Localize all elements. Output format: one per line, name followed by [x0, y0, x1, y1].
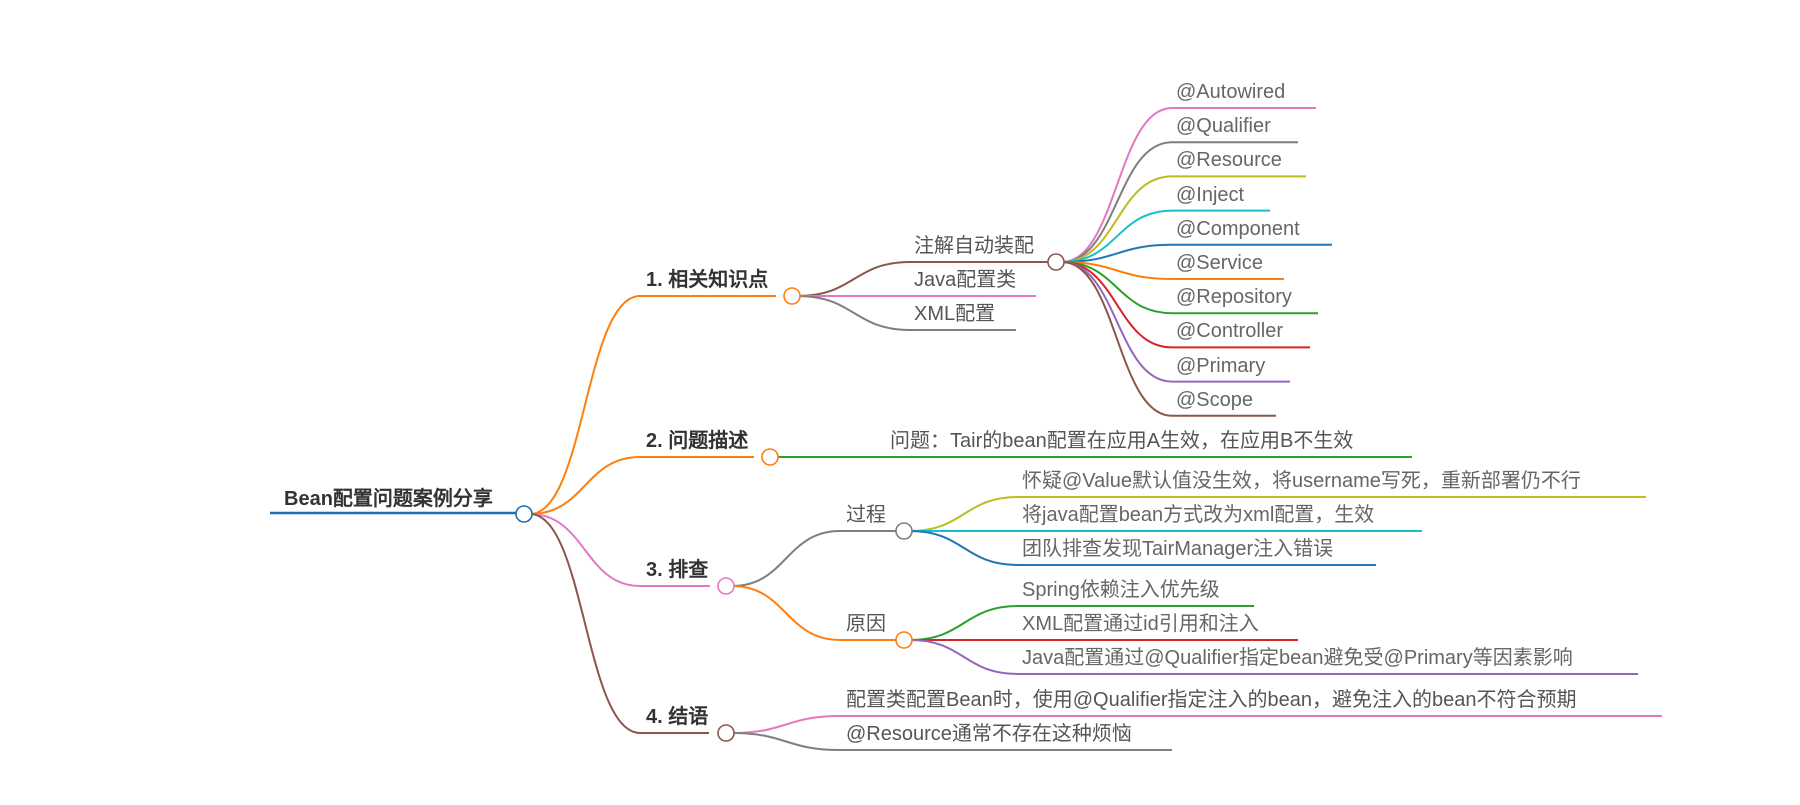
t2-child-label-1: 问题：Tair的bean配置在应用A生效，在应用B不生效: [890, 430, 1354, 452]
topic-2-collapse-knob[interactable]: [761, 448, 779, 466]
annotation-label-4: @Inject: [1176, 183, 1245, 206]
connector-t1-child-1: [797, 261, 911, 297]
connector-root-to-topic-4: [529, 513, 641, 734]
process-label-1: 怀疑@Value默认值没生效，将username写死，重新部署仍不行: [1022, 470, 1581, 492]
t1-child-label-3: XML配置: [914, 303, 996, 325]
topic-3-collapse-knob[interactable]: [717, 577, 735, 595]
connector-annotation-6: [1061, 261, 1173, 280]
connector-root-to-topic-3: [529, 513, 641, 587]
topic-1-collapse-knob[interactable]: [783, 287, 801, 305]
connector-annotation-1: [1061, 107, 1173, 263]
annotation-label-2: @Qualifier: [1176, 115, 1271, 138]
process-collapse-knob[interactable]: [895, 522, 913, 540]
t1-child-label-1: 注解自动装配: [914, 235, 1034, 257]
connector-root-to-topic-1: [529, 295, 641, 515]
connector-annotation-10: [1061, 261, 1173, 417]
connector-reason-1: [909, 605, 1019, 641]
annotations-collapse-knob[interactable]: [1047, 253, 1065, 271]
annotation-label-1: @Autowired: [1176, 81, 1286, 103]
process-label-3: 团队排查发现TairManager注入错误: [1022, 538, 1334, 560]
annotation-label-8: @Controller: [1176, 320, 1284, 343]
topic-4-collapse-knob[interactable]: [717, 724, 735, 742]
connector-annotation-8: [1061, 261, 1173, 349]
connector-process-1: [909, 496, 1019, 532]
reason-collapse-knob[interactable]: [895, 631, 913, 649]
connector-annotation-3: [1061, 175, 1173, 263]
reason-label-2: XML配置通过id引用和注入: [1022, 613, 1259, 635]
annotation-label-10: @Scope: [1176, 388, 1254, 411]
connector-t1-child-3: [797, 295, 911, 331]
t1-child-label-2: Java配置类: [914, 269, 1017, 291]
t3-child-label-2: 原因: [846, 613, 886, 635]
connector-t4-child-1: [731, 715, 841, 734]
connector-annotation-4: [1061, 209, 1173, 263]
root-collapse-knob[interactable]: [515, 505, 533, 523]
annotation-label-5: @Component: [1176, 217, 1300, 240]
root-node-label: Bean配置问题案例分享: [284, 488, 493, 510]
connector-root-to-topic-2: [529, 456, 641, 515]
annotation-label-3: @Resource: [1176, 149, 1282, 172]
reason-label-3: Java配置通过@Qualifier指定bean避免受@Primary等因素影响: [1022, 647, 1573, 669]
process-label-2: 将java配置bean方式改为xml配置，生效: [1022, 504, 1375, 526]
annotation-label-9: @Primary: [1176, 354, 1266, 377]
topic-label-3: 3. 排查: [646, 559, 709, 581]
connector-reason-3: [909, 639, 1019, 675]
topic-label-4: 4. 结语: [646, 706, 709, 728]
annotation-label-6: @Service: [1176, 252, 1263, 274]
connector-annotation-9: [1061, 261, 1173, 383]
connector-annotation-2: [1061, 141, 1173, 263]
connector-t3-child-2: [731, 585, 841, 641]
reason-label-1: Spring依赖注入优先级: [1022, 579, 1220, 601]
t4-child-label-1: 配置类配置Bean时，使用@Qualifier指定注入的bean，避免注入的be…: [846, 689, 1577, 711]
connector-process-3: [909, 530, 1019, 566]
topic-label-2: 2. 问题描述: [646, 430, 749, 452]
connector-annotation-5: [1061, 243, 1173, 263]
connector-t3-child-1: [731, 530, 841, 587]
t4-child-label-2: @Resource通常不存在这种烦恼: [846, 723, 1132, 745]
topic-label-1: 1. 相关知识点: [646, 269, 769, 291]
connector-t4-child-2: [731, 732, 841, 751]
annotation-label-7: @Repository: [1176, 286, 1292, 309]
t3-child-label-1: 过程: [846, 504, 886, 526]
